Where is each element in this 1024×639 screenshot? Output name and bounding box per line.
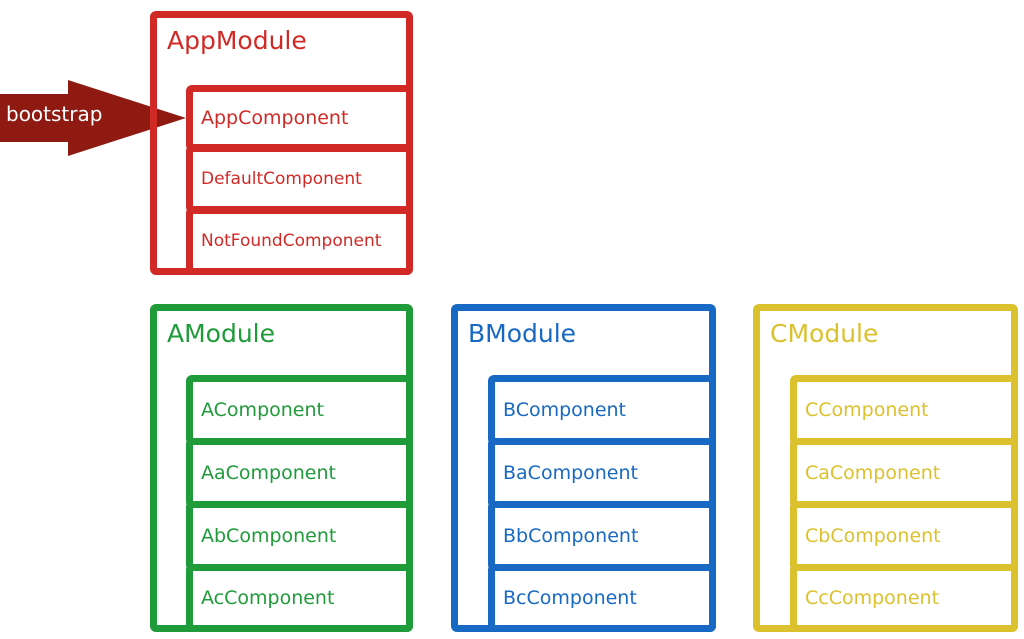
b-module: BModule BComponent BaComponent BbCompone… (451, 304, 716, 632)
app-module-title: AppModule (167, 26, 307, 55)
a-module-title: AModule (167, 319, 276, 348)
b-component: BComponent (488, 375, 716, 445)
aa-component: AaComponent (186, 438, 413, 508)
a-component: AComponent (186, 375, 413, 445)
ba-component: BaComponent (488, 438, 716, 508)
c-component: CComponent (790, 375, 1018, 445)
cc-component: CcComponent (790, 564, 1018, 632)
bootstrap-arrow (0, 80, 186, 156)
c-module: CModule CComponent CaComponent CbCompone… (753, 304, 1018, 632)
bootstrap-arrow-shape (0, 80, 186, 156)
default-component: DefaultComponent (186, 145, 413, 213)
ca-component: CaComponent (790, 438, 1018, 508)
b-module-title: BModule (468, 319, 577, 348)
cb-component: CbComponent (790, 501, 1018, 571)
bootstrap-label: bootstrap (6, 102, 103, 126)
ab-component: AbComponent (186, 501, 413, 571)
c-module-title: CModule (770, 319, 879, 348)
not-found-component: NotFoundComponent (186, 207, 413, 275)
app-module: AppModule AppComponent DefaultComponent … (150, 11, 413, 275)
bc-component: BcComponent (488, 564, 716, 632)
bb-component: BbComponent (488, 501, 716, 571)
ac-component: AcComponent (186, 564, 413, 632)
app-component: AppComponent (186, 85, 413, 151)
a-module: AModule AComponent AaComponent AbCompone… (150, 304, 413, 632)
